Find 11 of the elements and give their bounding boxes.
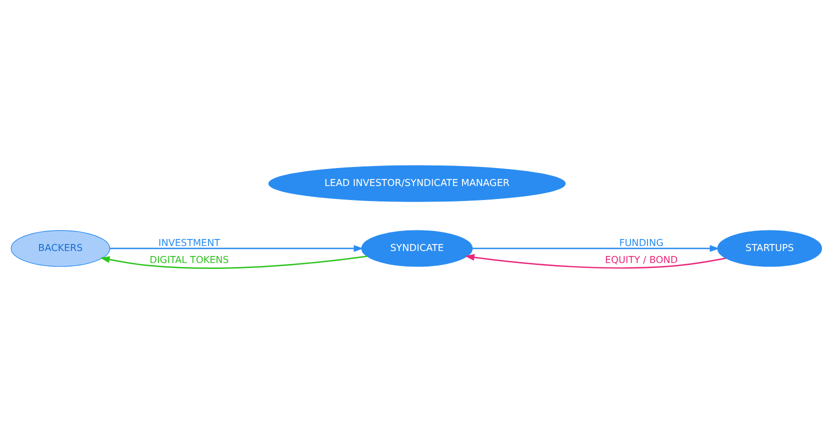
node-ellipse: SYNDICATE xyxy=(361,230,473,267)
edge-label: FUNDING xyxy=(619,238,664,249)
arrow xyxy=(472,245,720,252)
arrow xyxy=(110,245,364,252)
edge-label: INVESTMENT xyxy=(158,238,220,249)
node-ellipse: STARTUPS xyxy=(717,230,822,267)
edge-label: DIGITAL TOKENS xyxy=(150,254,229,266)
arrow xyxy=(100,256,368,269)
arrow xyxy=(464,254,726,269)
node-ellipse: LEAD INVESTOR/SYNDICATE MANAGER xyxy=(268,165,566,202)
edge-label: EQUITY / BOND xyxy=(605,254,678,266)
